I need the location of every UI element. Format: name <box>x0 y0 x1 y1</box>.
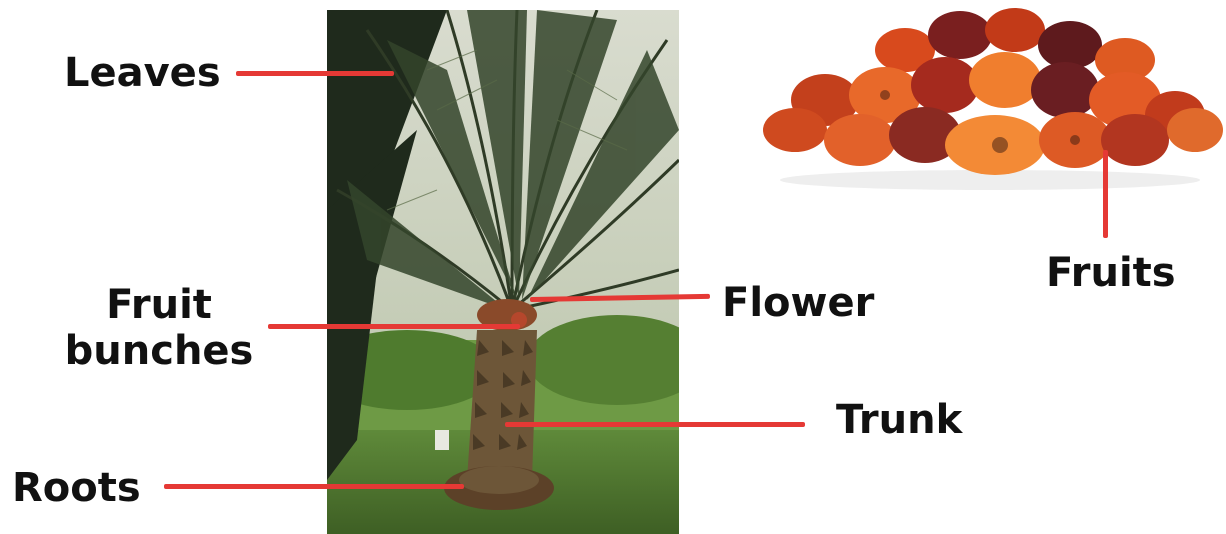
label-trunk: Trunk <box>836 397 962 443</box>
label-fruits: Fruits <box>1046 250 1176 296</box>
pointer-trunk <box>505 422 805 427</box>
palm-tree-photo <box>327 10 679 534</box>
label-flower: Flower <box>722 280 874 326</box>
palm-tree-illustration <box>327 10 679 534</box>
fruit-pile-photo <box>755 0 1225 200</box>
label-leaves: Leaves <box>64 50 221 96</box>
pointer-roots <box>164 484 464 489</box>
label-fruit-bunches-line2: bunches <box>62 328 256 374</box>
label-fruit-bunches-line1: Fruit <box>62 282 256 328</box>
fruit-pile-illustration <box>755 0 1225 200</box>
label-fruit-bunches: Fruit bunches <box>62 282 256 374</box>
pointer-fruits <box>1103 150 1108 238</box>
pointer-fruit-bunches <box>268 324 520 329</box>
label-roots: Roots <box>12 465 141 511</box>
pointer-leaves <box>236 71 394 76</box>
